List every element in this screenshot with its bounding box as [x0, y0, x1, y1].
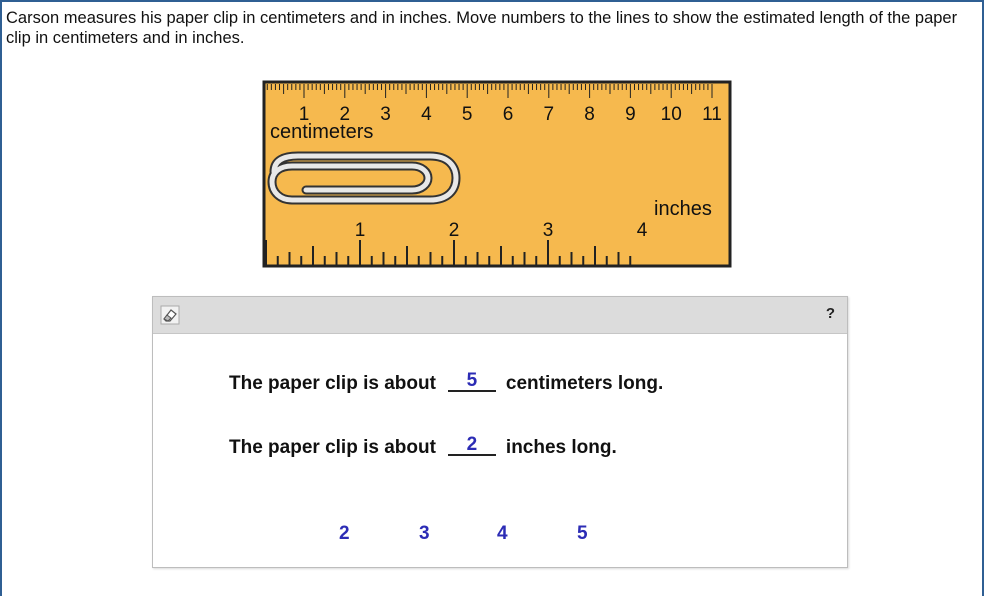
- cm-tick-label: 2: [340, 104, 351, 125]
- question-prompt: Carson measures his paper clip in centim…: [6, 9, 958, 47]
- help-button[interactable]: ?: [825, 305, 835, 322]
- centimeters-answer-blank[interactable]: 5: [447, 371, 496, 392]
- cm-tick-label: 4: [421, 104, 432, 125]
- inch-tick-label: 4: [637, 220, 648, 241]
- ruler-svg: 1 2 3 4 5 6 7 8 9 10 11 centimeters inches 1 2 3 4: [262, 80, 732, 268]
- choice-tile[interactable]: 5: [577, 523, 588, 544]
- cm-tick-label: 8: [584, 104, 595, 125]
- paper-clip-icon: [267, 151, 461, 205]
- cm-tick-label: 3: [380, 104, 391, 125]
- cm-unit-label: centimeters: [270, 121, 373, 143]
- cm-tick-label: 7: [544, 104, 555, 125]
- panel-toolbar: ?: [153, 297, 847, 334]
- cm-tick-labels: 1 2 3 4 5 6 7 8 9 10 11: [299, 104, 722, 125]
- sentence1-prefix: The paper clip is about: [229, 373, 436, 394]
- choice-tile[interactable]: 4: [497, 523, 508, 544]
- answer-panel: ? The paper clip is about 5 centimeters lo…: [152, 296, 848, 568]
- inches-answer-blank[interactable]: 2: [447, 435, 496, 456]
- cm-tick-label: 11: [702, 104, 722, 125]
- inch-tick-label: 2: [449, 220, 460, 241]
- ruler-image: 1 2 3 4 5 6 7 8 9 10 11 centimeters inches 1 2 3 4: [262, 80, 732, 270]
- cm-tick-label: 6: [503, 104, 514, 125]
- cm-tick-label: 5: [462, 104, 473, 125]
- eraser-icon[interactable]: [159, 304, 181, 326]
- sentence2-suffix: inches long.: [505, 437, 617, 458]
- sentence1-suffix: centimeters long.: [505, 373, 664, 394]
- inch-tick-label: 1: [355, 220, 366, 241]
- cm-tick-label: 9: [625, 104, 636, 125]
- cm-tick-marks: [266, 84, 713, 98]
- inch-tick-label: 3: [543, 220, 554, 241]
- ruler-body: [262, 80, 732, 268]
- sentence-centimeters: The paper clip is about 5 centimeters long…: [229, 371, 664, 395]
- inch-tick-marks: [265, 240, 632, 266]
- sentence2-prefix: The paper clip is about: [229, 437, 436, 458]
- sentence-inches: The paper clip is about 2 inches long.: [229, 435, 617, 459]
- cm-tick-label: 10: [661, 104, 682, 125]
- inch-unit-label: inches: [654, 198, 712, 220]
- inch-tick-labels: 1 2 3 4: [355, 220, 648, 241]
- cm-tick-label: 1: [299, 104, 310, 125]
- choice-tile[interactable]: 3: [419, 523, 430, 544]
- choice-tile[interactable]: 2: [339, 523, 350, 544]
